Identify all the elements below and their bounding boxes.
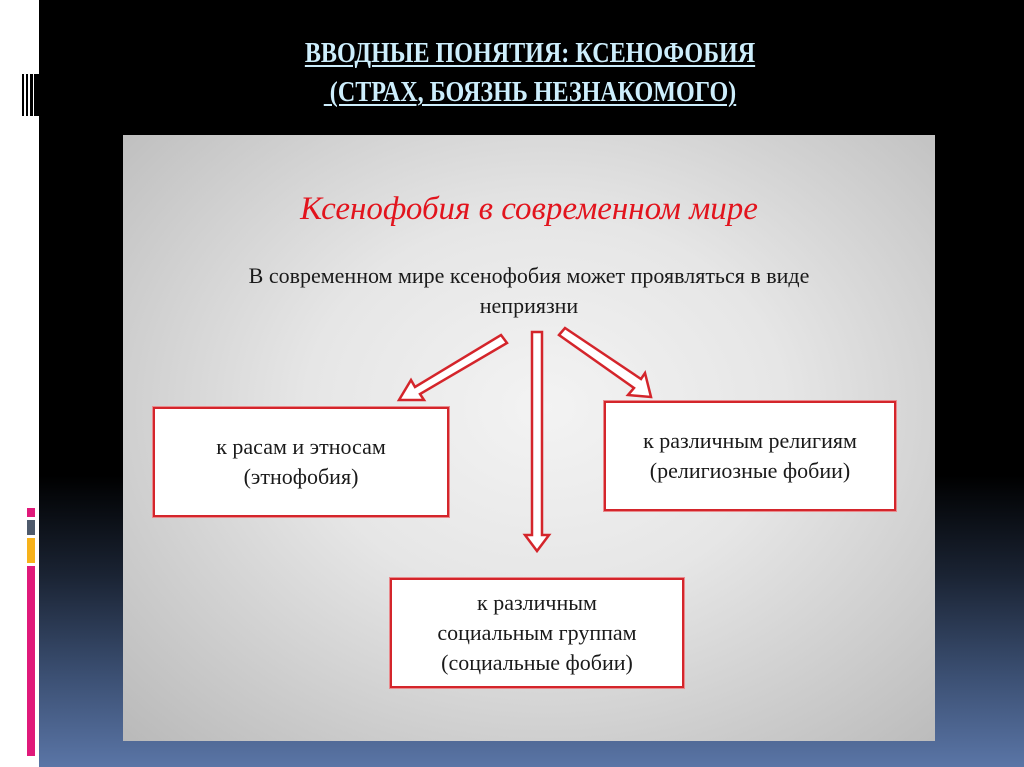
diagram-image: Ксенофобия в современном мире В современ… bbox=[123, 135, 935, 741]
intro-line-1: В современном мире ксенофобия может проя… bbox=[248, 263, 810, 288]
barcode-decoration bbox=[22, 74, 39, 116]
arrows bbox=[396, 326, 653, 554]
diagram-heading: Ксенофобия в современном мире bbox=[300, 191, 758, 227]
arrow-left-icon bbox=[396, 333, 509, 402]
arrow-right-icon bbox=[557, 326, 653, 399]
box-social-phobias: к различным социальным группам (социальн… bbox=[390, 578, 684, 688]
box-social-line-1: к различным bbox=[477, 590, 597, 615]
box-social-line-2: социальным группам bbox=[437, 620, 637, 645]
diagram-intro: В современном мире ксенофобия может проя… bbox=[163, 261, 895, 321]
box-religious-line-2: (религиозные фобии) bbox=[649, 458, 851, 483]
box-ethnophobia-line-1: к расам и этносам bbox=[216, 434, 386, 459]
box-ethnophobia: к расам и этносам (этнофобия) bbox=[153, 407, 449, 517]
box-religious-phobias: к различным религиям (религиозные фобии) bbox=[604, 401, 896, 511]
accent-gray bbox=[27, 520, 35, 535]
title-line-2: (СТРАХ, БОЯЗНЬ НЕЗНАКОМОГО) bbox=[323, 77, 737, 108]
box-social-line-3: (социальные фобии) bbox=[441, 650, 633, 675]
accent-yellow bbox=[27, 538, 35, 563]
left-decor-strip bbox=[0, 0, 39, 767]
box-ethnophobia-line-2: (этнофобия) bbox=[243, 464, 359, 489]
arrow-down-icon bbox=[522, 330, 552, 554]
title-line-1: ВВОДНЫЕ ПОНЯТИЯ: КСЕНОФОБИЯ bbox=[304, 38, 756, 69]
intro-line-2: неприязни bbox=[479, 293, 579, 318]
slide-title: ВВОДНЫЕ ПОНЯТИЯ: КСЕНОФОБИЯ (СТРАХ, БОЯЗ… bbox=[238, 34, 823, 112]
accent-pink-long bbox=[27, 566, 35, 756]
accent-pink-small bbox=[27, 508, 35, 517]
box-religious-line-1: к различным религиям bbox=[643, 428, 857, 453]
